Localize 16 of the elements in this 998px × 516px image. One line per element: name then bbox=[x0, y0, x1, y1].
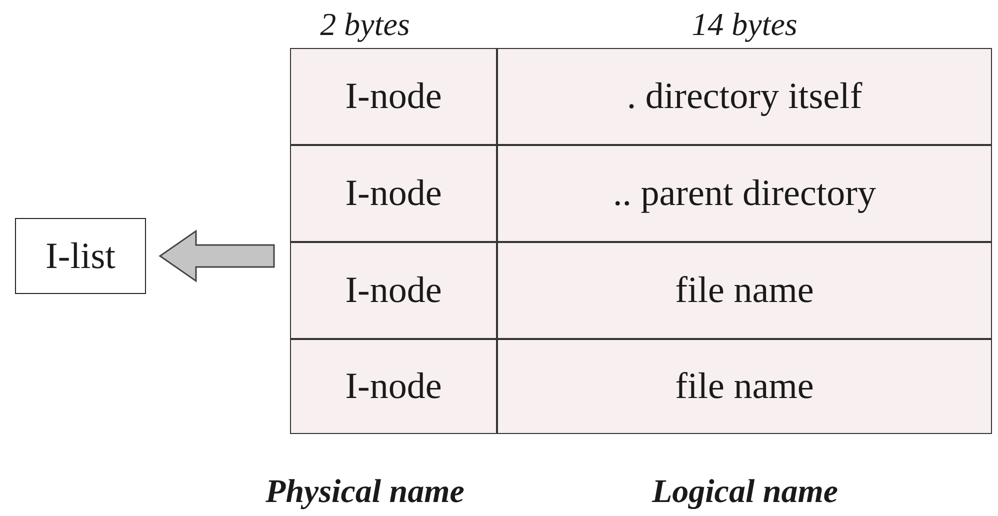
cell-text: I-node bbox=[345, 269, 442, 312]
node-label: I-list bbox=[46, 234, 116, 278]
column-size-label: 14 bytes bbox=[692, 6, 798, 42]
block-arrow bbox=[158, 230, 275, 282]
cell-text: file name bbox=[675, 365, 814, 408]
column-caption: Logical name bbox=[652, 474, 838, 510]
cell-text: I-node bbox=[345, 75, 442, 118]
cell-text: .. parent directory bbox=[613, 172, 876, 215]
directory-table bbox=[290, 48, 992, 434]
cell-text: I-node bbox=[345, 172, 442, 215]
cell-text: I-node bbox=[345, 365, 442, 408]
list-box bbox=[15, 218, 146, 294]
cell-text: . directory itself bbox=[626, 75, 862, 118]
column-caption: Physical name bbox=[266, 474, 464, 510]
cell-text: file name bbox=[675, 269, 814, 312]
column-size-label: 2 bytes bbox=[320, 6, 410, 42]
